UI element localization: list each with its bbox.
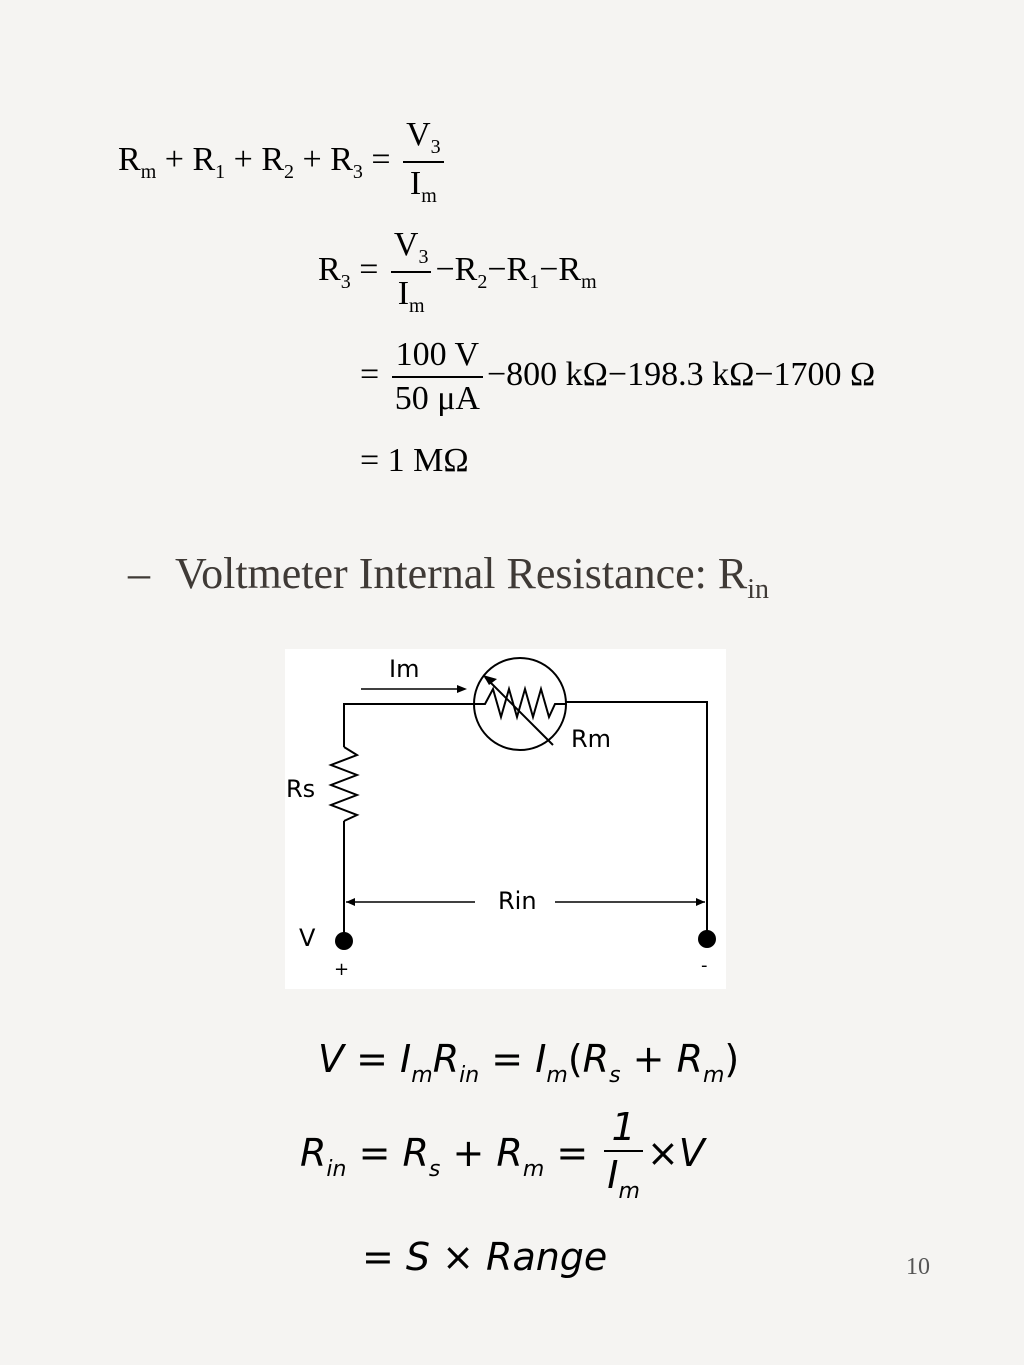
circuit-diagram: Im Rm Rs Rin V + -: [285, 649, 726, 989]
equation-sensitivity: = S × Range: [362, 1235, 608, 1279]
page-number: 10: [906, 1254, 930, 1280]
rin-arrow-right-head: [696, 898, 705, 906]
label-im: Im: [389, 655, 419, 683]
wire-top-left: [343, 703, 474, 747]
label-minus: -: [701, 955, 708, 976]
fraction-v3-over-im-2: V3 Im: [390, 228, 432, 316]
current-arrow-head: [457, 685, 467, 693]
label-rs: Rs: [286, 775, 315, 803]
equation-voltage: V = ImRin = Im(Rs + Rm): [318, 1037, 740, 1088]
rin-arrow-left-head: [346, 898, 355, 906]
bullet-subscript: in: [747, 574, 770, 605]
equation-numeric: = 100 V 50 μA −800 kΩ−198.3 kΩ−1700 Ω: [360, 336, 876, 417]
label-plus: +: [334, 959, 349, 980]
equation-rin: Rin = Rs + Rm = 1 Im ×V: [300, 1105, 705, 1204]
label-rin: Rin: [498, 887, 537, 915]
bullet-heading: – Voltmeter Internal Resistance: Rin: [128, 548, 769, 606]
fraction-1-over-im: 1 Im: [604, 1108, 643, 1203]
fraction-100v-over-50ua: 100 V 50 μA: [391, 338, 483, 416]
resistor-rs-icon: [328, 746, 360, 822]
meter-arrow-line: [484, 676, 554, 746]
circuit-svg: Im Rm Rs Rin V + -: [286, 655, 716, 980]
label-rm: Rm: [571, 725, 611, 753]
meter-arrow-head: [483, 675, 497, 685]
terminal-positive-icon: [335, 932, 353, 950]
bullet-dash: –: [128, 549, 150, 598]
resistor-rm-icon: [474, 685, 566, 721]
equation-r3: R3 = V3 Im −R2−R1−Rm: [318, 226, 597, 317]
wire-top-right: [566, 701, 708, 941]
label-v: V: [299, 924, 316, 952]
equation-result: = 1 MΩ: [360, 442, 469, 479]
bullet-text: Voltmeter Internal Resistance: R: [175, 549, 748, 598]
equation-sum-resistances: Rm + R1 + R2 + R3 = V3 Im: [118, 118, 448, 206]
terminal-negative-icon: [698, 930, 716, 948]
fraction-v3-over-im: V3 Im: [403, 118, 444, 206]
